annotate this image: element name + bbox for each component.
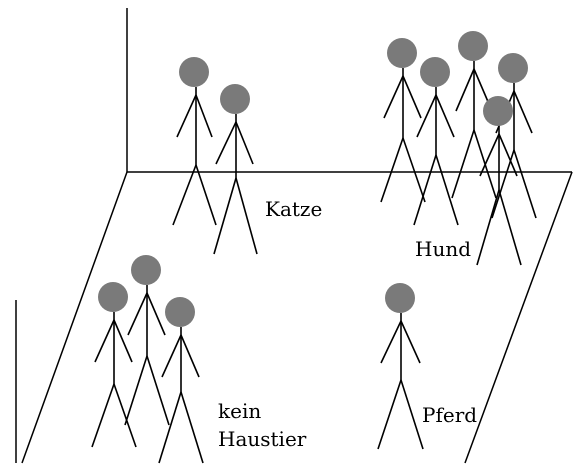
person-arm-right	[498, 133, 518, 177]
person-arm-right	[146, 292, 166, 336]
person-figure-dog-5	[476, 96, 522, 266]
person-figure-no_pet-2	[124, 255, 170, 426]
person-head	[165, 297, 195, 327]
person-figure-no_pet-3	[158, 297, 204, 464]
person-leg-left	[377, 379, 402, 450]
label-hund: Hund	[415, 237, 472, 261]
person-arm-right	[195, 94, 213, 138]
person-arm-left	[455, 68, 475, 112]
person-arm-left	[215, 121, 237, 165]
person-leg-left	[413, 154, 437, 226]
person-arm-left	[416, 94, 437, 138]
label-pferd: Pferd	[422, 403, 478, 427]
person-head	[179, 57, 209, 87]
person-figure-no_pet-1	[91, 282, 137, 448]
person-leg-left	[124, 355, 148, 426]
person-figure-dog-2	[413, 57, 459, 226]
person-arm-right	[435, 94, 455, 138]
person-head	[385, 283, 415, 313]
person-arm-right	[235, 121, 254, 165]
person-head	[220, 84, 250, 114]
floor-right-edge	[464, 171, 573, 464]
person-leg-right	[113, 383, 137, 448]
person-figure-horse-1	[377, 283, 424, 450]
person-arm-right	[400, 320, 421, 364]
person-head	[420, 57, 450, 87]
person-head	[131, 255, 161, 285]
person-leg-left	[380, 137, 404, 203]
person-figure-cat-2	[213, 84, 258, 255]
person-leg-right	[180, 391, 204, 464]
person-leg-left	[91, 383, 115, 448]
person-arm-right	[402, 75, 422, 119]
person-leg-left	[213, 177, 237, 255]
person-leg-right	[146, 355, 170, 426]
person-head	[483, 96, 513, 126]
person-arm-right	[113, 319, 133, 363]
person-leg-right	[402, 137, 426, 203]
label-haustier: Haustier	[218, 427, 307, 451]
person-arm-left	[176, 94, 197, 138]
person-leg-right	[235, 177, 258, 255]
person-head	[498, 53, 528, 83]
person-arm-left	[161, 334, 182, 378]
person-figure-cat-1	[172, 57, 217, 226]
person-arm-left	[94, 319, 115, 363]
person-head	[458, 31, 488, 61]
person-arm-left	[127, 292, 148, 336]
person-leg-right	[195, 164, 217, 226]
people-layer	[91, 31, 537, 464]
label-kein: kein	[218, 399, 262, 423]
person-leg-left	[172, 164, 197, 226]
person-leg-left	[158, 391, 182, 464]
person-leg-right	[400, 379, 424, 450]
person-leg-right	[435, 154, 459, 226]
floor-left-edge	[21, 171, 128, 464]
person-arm-left	[380, 320, 402, 364]
person-figure-dog-1	[380, 38, 426, 203]
person-leg-left	[451, 129, 475, 199]
person-leg-left	[476, 189, 500, 266]
person-head	[98, 282, 128, 312]
person-head	[387, 38, 417, 68]
person-arm-right	[513, 90, 533, 134]
person-arm-left	[383, 75, 404, 119]
person-arm-right	[180, 334, 200, 378]
person-arm-left	[479, 133, 500, 177]
label-katze: Katze	[265, 197, 323, 221]
person-leg-right	[513, 149, 537, 219]
person-leg-right	[498, 189, 522, 266]
